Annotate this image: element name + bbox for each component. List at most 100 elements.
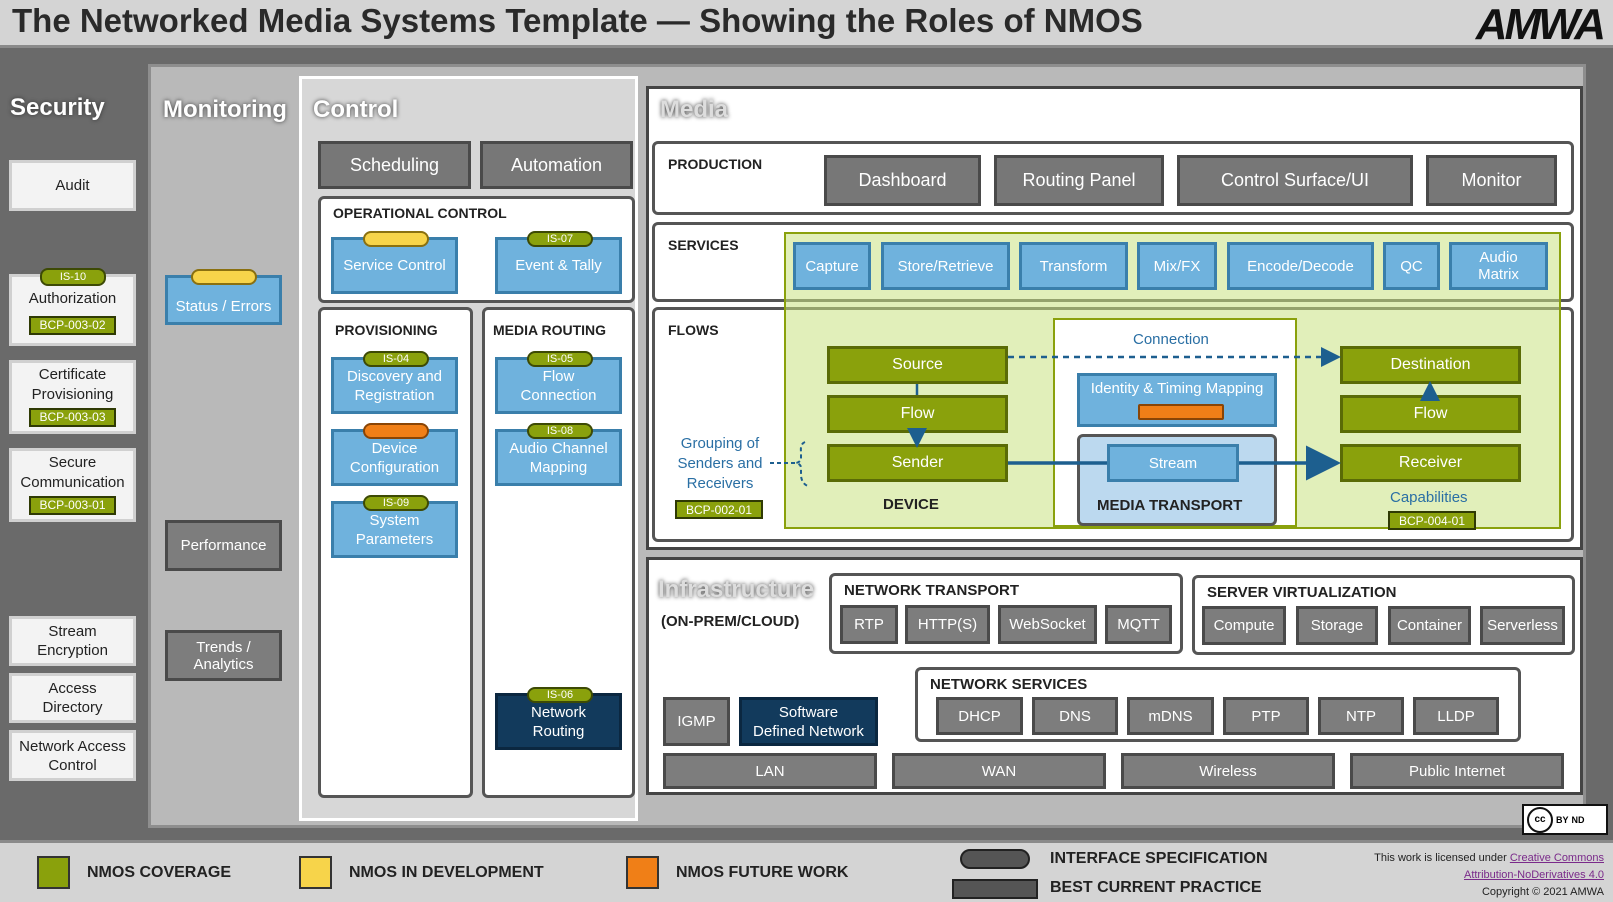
secure-label: Communication: [20, 474, 125, 491]
capture-box: Capture: [793, 242, 871, 290]
dev-badge: [363, 231, 429, 247]
capabilities-label: Capabilities: [1390, 489, 1468, 506]
public-internet-box: Public Internet: [1350, 753, 1564, 789]
section-label: PRODUCTION: [668, 156, 763, 172]
control-title: Control: [313, 96, 399, 123]
flow-box-right: Flow: [1340, 395, 1521, 433]
future-badge: [1138, 404, 1224, 420]
title-bar: The Networked Media Systems Template — S…: [0, 0, 1613, 49]
compute-box: Compute: [1202, 606, 1286, 645]
security-title: Security: [10, 94, 105, 121]
cert-label: Certificate: [38, 366, 107, 383]
authorization-label: Authorization: [28, 290, 117, 307]
future-swatch: [626, 856, 659, 889]
identity-label: Identity & Timing Mapping: [1090, 380, 1264, 397]
copyright: Copyright © 2021 AMWA: [1481, 886, 1604, 898]
monitor-box: Monitor: [1426, 155, 1557, 206]
spec-badge: IS-10: [40, 268, 106, 286]
bcp-badge: BCP-003-02: [29, 316, 116, 335]
status-errors-box: Status / Errors: [165, 269, 282, 325]
stream-box: Stream: [1107, 444, 1239, 482]
capabilities-bcp-badge: BCP-004-01: [1388, 511, 1476, 530]
coverage-label: NMOS COVERAGE: [87, 864, 232, 881]
grouping-bcp-badge: BCP-002-01: [675, 500, 763, 519]
wan-box: WAN: [892, 753, 1106, 789]
device-label: DEVICE: [883, 496, 939, 513]
future-badge: [363, 423, 429, 439]
bcp-label: BEST CURRENT PRACTICE: [1050, 879, 1262, 896]
legend-bar: [0, 840, 1613, 902]
https-box: HTTP(S): [905, 605, 990, 644]
rtp-box: RTP: [840, 605, 898, 644]
transform-box: Transform: [1019, 242, 1128, 290]
development-label: NMOS IN DEVELOPMENT: [349, 864, 544, 881]
wireless-box: Wireless: [1121, 753, 1335, 789]
ptp-box: PTP: [1223, 697, 1309, 735]
qc-box: QC: [1383, 242, 1440, 290]
spec-badge: IS-08: [527, 423, 593, 439]
spec-badge: IS-04: [363, 351, 429, 367]
scheduling-box: Scheduling: [318, 141, 471, 189]
media-title: Media: [660, 96, 729, 123]
secure-label: Secure: [48, 454, 97, 471]
dashboard-box: Dashboard: [824, 155, 981, 206]
mqtt-box: MQTT: [1105, 605, 1172, 644]
routing-panel-box: Routing Panel: [994, 155, 1164, 206]
bcp-badge: BCP-003-01: [29, 496, 116, 515]
infrastructure-title: Infrastructure: [658, 576, 815, 603]
license-text: This work is licensed under Creative Com…: [1374, 850, 1604, 901]
spec-badge: IS-09: [363, 495, 429, 511]
cc-icon: cc: [1527, 806, 1553, 833]
infrastructure-subtitle: (ON-PREM/CLOUD): [661, 613, 800, 630]
connection-label: Connection: [1133, 331, 1209, 348]
monitoring-title-main: Monitoring: [163, 96, 287, 123]
trends-analytics-box: Trends /Analytics: [165, 630, 282, 681]
dhcp-box: DHCP: [936, 697, 1023, 735]
license-link[interactable]: Attribution-NoDerivatives 4.0: [1463, 869, 1604, 881]
event-tally-box: IS-07 Event & Tally: [495, 231, 622, 294]
coverage-swatch: [37, 856, 70, 889]
development-swatch: [299, 856, 332, 889]
section-label: OPERATIONAL CONTROL: [333, 205, 507, 221]
grouping-brace: [795, 441, 809, 487]
authorization-box: IS-10 Authorization BCP-003-02: [9, 268, 136, 346]
spec-badge: IS-05: [527, 351, 593, 367]
mdns-box: mDNS: [1127, 697, 1214, 735]
page-title: The Networked Media Systems Template — S…: [12, 2, 1143, 39]
encode-decode-box: Encode/Decode: [1227, 242, 1374, 290]
section-label: NETWORK TRANSPORT: [844, 582, 1019, 599]
interface-spec-label: INTERFACE SPECIFICATION: [1050, 850, 1268, 867]
by-icon: BY: [1556, 814, 1569, 825]
automation-box: Automation: [480, 141, 633, 189]
mix-fx-box: Mix/FX: [1137, 242, 1217, 290]
control-surface-box: Control Surface/UI: [1177, 155, 1413, 206]
websocket-box: WebSocket: [998, 605, 1097, 644]
serverless-box: Serverless: [1480, 606, 1565, 645]
storage-box: Storage: [1296, 606, 1378, 645]
license-link[interactable]: Creative Commons: [1509, 852, 1604, 864]
service-control-box: Service Control: [331, 231, 458, 294]
audit-box: Audit: [9, 160, 136, 211]
container-box: Container: [1388, 606, 1471, 645]
identity-timing-box: Identity & Timing Mapping: [1077, 373, 1277, 427]
cert-label: Provisioning: [31, 386, 114, 403]
nd-icon: ND: [1571, 814, 1585, 825]
cc-license-badge[interactable]: cc BY ND: [1522, 804, 1608, 835]
receiver-box: Receiver: [1340, 444, 1521, 482]
bcp-badge: BCP-003-03: [29, 408, 116, 427]
section-label: SERVER VIRTUALIZATION: [1207, 584, 1397, 601]
igmp-box: IGMP: [663, 697, 730, 746]
